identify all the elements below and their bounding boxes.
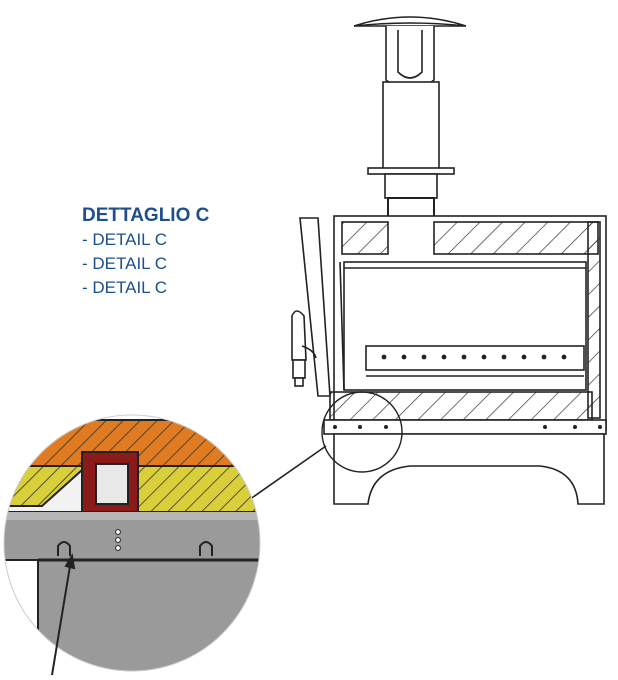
- detail-slot: [199, 541, 213, 556]
- burner-holes: [381, 354, 567, 360]
- front-door: [299, 217, 331, 397]
- detail-label-line: - DETAIL C: [82, 278, 168, 297]
- gas-valve: [291, 310, 317, 387]
- detail-leader-line: [245, 445, 327, 503]
- detail-title: DETTAGLIO C: [82, 205, 210, 226]
- chimney-collar: [367, 167, 455, 175]
- detail-marker-circle: [321, 391, 403, 473]
- detail-pointer-arrow: [51, 553, 76, 676]
- side-insulation: [587, 221, 601, 419]
- stove-body: [291, 215, 607, 435]
- bottom-insulation: [329, 391, 593, 421]
- chimney-pipe: [382, 81, 440, 171]
- top-insulation: [341, 221, 389, 255]
- chimney-cap: [353, 16, 467, 27]
- detail-label-line: - DETAIL C: [82, 254, 168, 273]
- detail-label-block: DETTAGLIO C - DETAIL C - DETAIL C - DETA…: [82, 204, 209, 300]
- detail-c-magnified: [4, 415, 260, 671]
- chimney-cap-hood: [385, 26, 435, 90]
- base-plate: [323, 419, 607, 435]
- stove-legs: [333, 433, 605, 505]
- detail-slot: [57, 541, 71, 556]
- burner-bar: [365, 345, 585, 371]
- detail-label-line: - DETAIL C: [82, 230, 168, 249]
- detail-leg: [37, 559, 260, 671]
- top-insulation: [433, 221, 599, 255]
